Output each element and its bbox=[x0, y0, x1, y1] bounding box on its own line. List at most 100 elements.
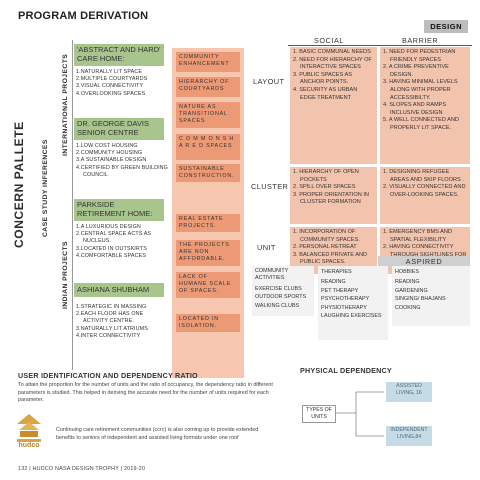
hobbies-title: HOBBIES bbox=[395, 269, 419, 275]
list-item: 1. DESIGNING REFUGEE AREAS AND SKIP FLOO… bbox=[383, 169, 464, 183]
list-item: 1. INCORPORATION OF COMMUNITY SPACES. bbox=[293, 229, 360, 243]
project-name: ASHIANA SHUBHAM bbox=[74, 283, 164, 297]
list-item: 2. VISUALLY CONNECTED AND OVER-LOOKING S… bbox=[383, 184, 466, 198]
project-features: 1.LOW COST HOUSING 2.COMMUNITY HOUSING 3… bbox=[76, 143, 168, 179]
list-item: 3.LOCATED IN OUTSKIRTS bbox=[76, 245, 147, 252]
list-item: 1. EMERGENCY BMS AND SPATIAL FLEXIBILITY bbox=[383, 229, 452, 243]
list-item: 1.LOW COST HOUSING bbox=[76, 143, 138, 149]
header-rule bbox=[288, 45, 472, 46]
row-label-layout: LAYOUT bbox=[253, 77, 285, 86]
dependency-connectors bbox=[336, 391, 384, 437]
matrix-cell: 1. BASIC COMMUNAL NEEDS 2. NEED FOR HIER… bbox=[290, 47, 377, 164]
list-item: 2. A CRIME PREVENTIVE DESIGN. bbox=[383, 64, 449, 78]
page-title: PROGRAM DERIVATION bbox=[18, 10, 149, 22]
therapies-title: THERAPIES bbox=[321, 269, 352, 275]
list-item: LAUGHING EXERCISES bbox=[321, 313, 382, 320]
list-item: EXERCISE CLUBS bbox=[255, 286, 302, 292]
project-features: 1.A LUXURIOUS DESIGN 2.CENTRAL SPACE ACT… bbox=[76, 224, 168, 260]
list-item: 4.COMFORTABLE SPACES bbox=[76, 252, 146, 259]
inference-box: REAL ESTATE PROJECTS. bbox=[176, 214, 240, 232]
list-item: 4.INTER CONNECTIVITY bbox=[76, 332, 141, 339]
list-item: 1. HIERARCHY OF OPEN POCKETS bbox=[293, 169, 359, 183]
list-item: 1. NEED FOR PEDESTRIAN FRIENDLY SPACES bbox=[383, 49, 456, 63]
community-activities-title: COMMUNITY ACTIVITIES bbox=[255, 268, 289, 281]
matrix-cell: 1. NEED FOR PEDESTRIAN FRIENDLY SPACES 2… bbox=[380, 47, 470, 164]
independent-living-box: INDEPENDENT LIVING,84 bbox=[386, 426, 432, 446]
project-name: 'ABSTRACT AND HARD' CARE HOME: bbox=[74, 44, 164, 66]
list-item: GARDENING bbox=[395, 287, 428, 294]
list-item: 2. SPILL OVER SPACES bbox=[293, 184, 356, 191]
list-item: 4. SLOPES AND RAMPS INCLUSIVE DESIGN bbox=[383, 102, 447, 116]
intl-bracket bbox=[72, 40, 73, 205]
hudco-logo: hudco bbox=[14, 412, 44, 452]
assisted-living-box: ASSISTED LIVING, 16 bbox=[386, 382, 432, 402]
inference-box: LACK OF HUMANE SCALE OF SPACES. bbox=[176, 272, 240, 298]
indian-bracket bbox=[72, 200, 73, 370]
inference-box: THE PROJECTS ARE NON AFFORDABLE. bbox=[176, 240, 240, 266]
list-item: PHYSIOTHERAPY bbox=[321, 304, 367, 311]
page-footer: 132 | HUDCO NASA DESIGN TROPHY | 2019-20 bbox=[18, 466, 146, 472]
list-item: 2.MULTIPLE COURTYARDS bbox=[76, 76, 148, 83]
matrix-cell: 1. HIERARCHY OF OPEN POCKETS 2. SPILL OV… bbox=[290, 167, 377, 224]
column-header-barrier: BARRIER bbox=[402, 36, 439, 45]
list-item: 4.CERTIFIED BY GREEN BUILDING COUNCIL bbox=[76, 164, 168, 178]
list-item: 3.NATURALLY LIT ATRIUMS bbox=[76, 325, 148, 332]
list-item: 2.EACH FLOOR HAS ONE ACTIVITY CENTRE. bbox=[76, 311, 144, 325]
aspired-badge: ASPIRED bbox=[378, 256, 470, 267]
user-identification-heading: USER IDENTIFICATION AND DEPENDENCY RATIO bbox=[18, 371, 198, 380]
community-activities-cell: COMMUNITY ACTIVITIES EXERCISE CLUBS OUTD… bbox=[252, 266, 314, 316]
inference-box: LOCATED IN ISOLATION. bbox=[176, 314, 240, 332]
list-item: COOKING bbox=[395, 304, 421, 311]
list-item: 2.CENTRAL SPACE ACTS AS NUCLEUS. bbox=[76, 231, 152, 245]
hudco-logo-mark bbox=[17, 414, 41, 442]
hobbies-cell: HOBBIES READING GARDENING SINGING/ BHAJA… bbox=[392, 266, 470, 326]
case-study-label: CASE STUDY INFERENCES bbox=[42, 139, 49, 237]
list-item: 2. PERSONAL RETREAT bbox=[293, 244, 357, 251]
row-label-cluster: CLUSTER bbox=[251, 182, 289, 191]
inference-box: SUSTAINABLE CONSTRUCTION. bbox=[176, 164, 240, 182]
row-label-unit: UNIT bbox=[257, 243, 276, 252]
matrix-cell: 1. DESIGNING REFUGEE AREAS AND SKIP FLOO… bbox=[380, 167, 470, 224]
ccrc-note: Continuing care retirement communities (… bbox=[56, 427, 259, 441]
list-item: PET THERAPY bbox=[321, 287, 359, 294]
list-item: 3.VISUAL CONNECTIVITY bbox=[76, 83, 144, 90]
physical-dependency-heading: PHYSICAL DEPENDENCY bbox=[300, 366, 392, 375]
design-tag: DESIGN bbox=[424, 20, 468, 33]
user-identification-text: To attain the proportion for the number … bbox=[18, 382, 273, 404]
list-item: 2. NEED FOR HIERARCHY OF INTERACTIVE SPA… bbox=[293, 56, 372, 71]
list-item: 3. BALANCED PRIVATE AND PUBLIC SPACES. bbox=[293, 251, 368, 266]
list-item: 5. A WELL CONNECTED AND PROPERLY LIT SPA… bbox=[383, 117, 459, 131]
project-name: DR. GEORGE DAVIS SENIOR CENTRE bbox=[74, 118, 164, 140]
inference-box: NATURE AS TRANSITIONAL SPACES bbox=[176, 102, 240, 128]
list-item: READING bbox=[321, 279, 346, 286]
list-item: 1.STRATEGIC IN MASSING bbox=[76, 304, 147, 310]
list-item: WALKING CLUBS bbox=[255, 302, 300, 309]
list-item: 4. SECURITY AS URBAN EDGE TREATMENT bbox=[293, 86, 358, 101]
list-item: SINGING/ BHAJANS bbox=[395, 296, 446, 303]
column-header-social: SOCIAL bbox=[314, 36, 344, 45]
inference-box: C O M M O N S H A R E D SPACES bbox=[176, 134, 240, 160]
list-item: 3.A SUSTAINABLE DESIGN bbox=[76, 157, 147, 164]
list-item: 2.COMMUNITY HOUSING bbox=[76, 150, 143, 157]
list-item: PSYCHOTHERAPY bbox=[321, 296, 370, 303]
therapies-cell: THERAPIES READING PET THERAPY PSYCHOTHER… bbox=[318, 266, 388, 340]
project-features: 1.STRATEGIC IN MASSING 2.EACH FLOOR HAS … bbox=[76, 304, 168, 340]
inference-box: HIERARCHY OF COURTYARDS bbox=[176, 77, 240, 97]
logo-text: hudco bbox=[18, 442, 40, 449]
indian-projects-label: INDIAN PROJECTS bbox=[62, 241, 69, 309]
list-item: 1.A LUXURIOUS DESIGN bbox=[76, 224, 141, 230]
list-item: 1.NATURALLY LIT SPACE bbox=[76, 69, 143, 75]
inference-box: COMMUNITY ENHANCEMENT bbox=[176, 52, 240, 72]
list-item: 3. PROPER ORIENTATION IN CLUSTER FORMATI… bbox=[293, 191, 369, 206]
list-item: 1. BASIC COMMUNAL NEEDS bbox=[293, 49, 371, 55]
list-item: 3. PUBLIC SPACES AS ANCHOR POINTS. bbox=[293, 71, 352, 86]
list-item: 4.OVERLOOKING SPACES bbox=[76, 90, 146, 97]
types-of-units-box: TYPES OF UNITS bbox=[302, 405, 336, 423]
concern-pallete-label: CONCERN PALLETE bbox=[12, 121, 26, 249]
project-features: 1.NATURALLY LIT SPACE 2.MULTIPLE COURTYA… bbox=[76, 69, 168, 98]
list-item: 3. HAVING MINIMAL LEVELS ALONG WITH PROP… bbox=[383, 79, 458, 101]
international-projects-label: INTERNATIONAL PROJECTS bbox=[62, 53, 69, 157]
list-item: READING bbox=[395, 279, 420, 286]
list-item: OUTDOOR SPORTS bbox=[255, 294, 307, 301]
project-name: PARKSIDE RETIREMENT HOME: bbox=[74, 199, 164, 221]
